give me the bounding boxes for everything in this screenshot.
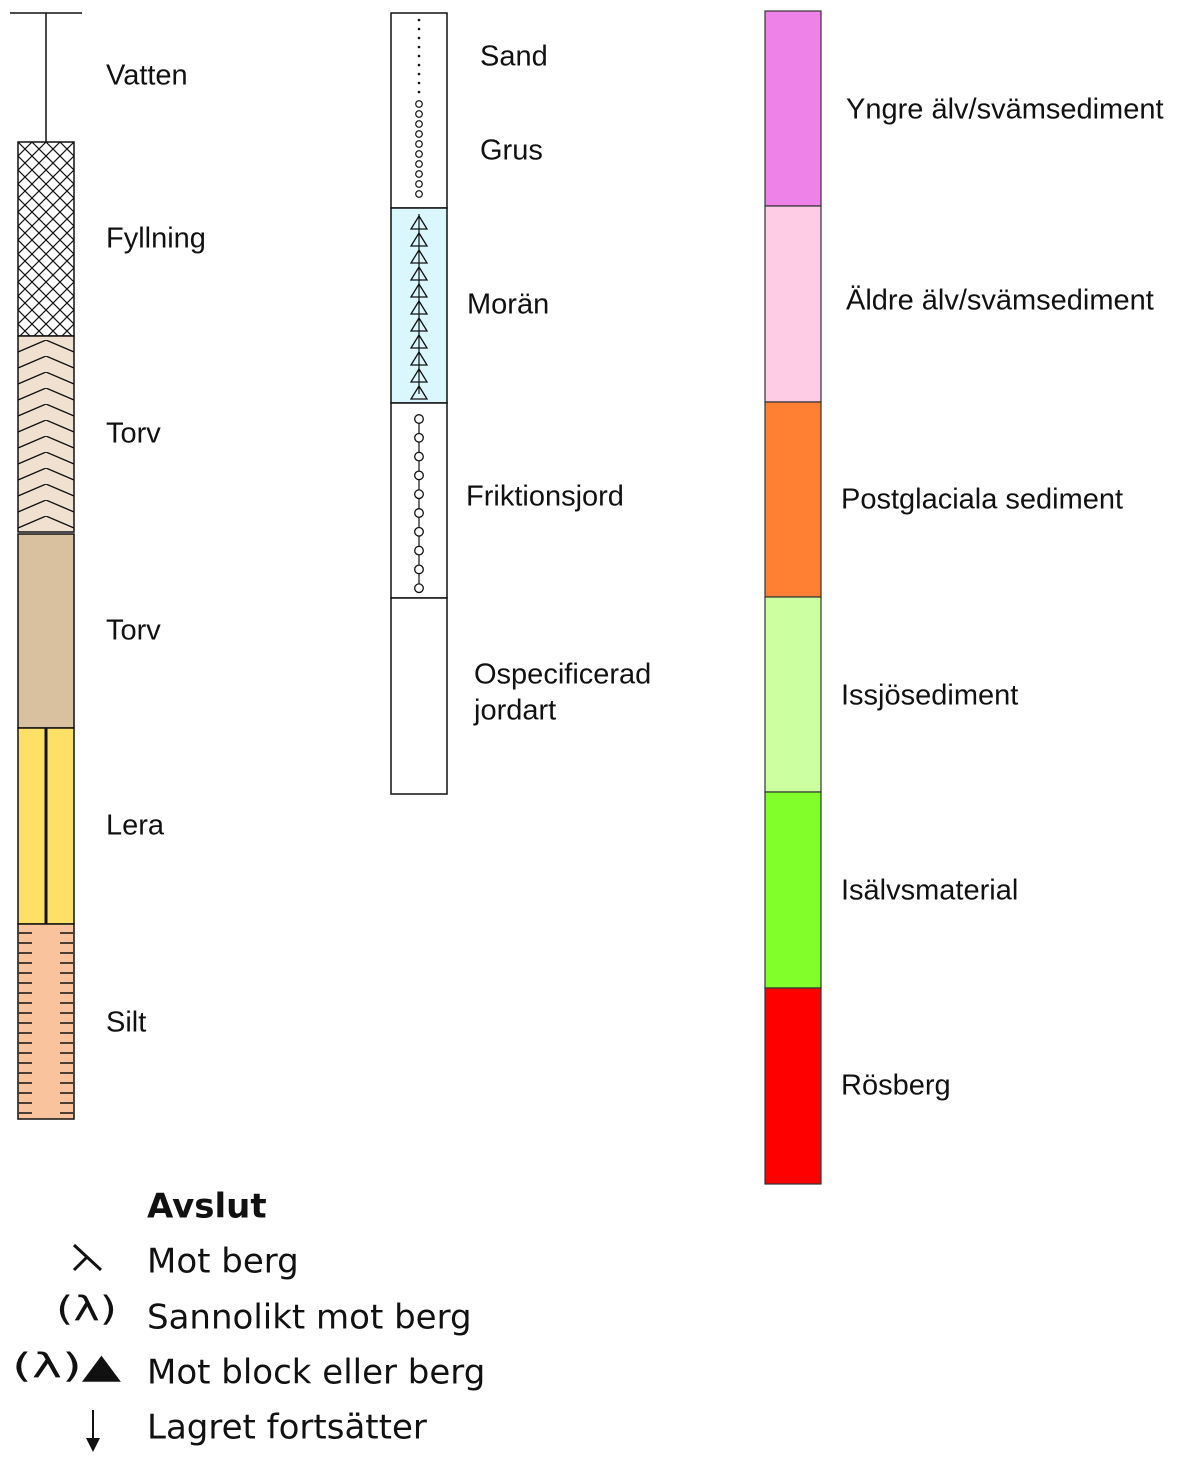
friktionsjord-circle [414,414,424,424]
moran-triangle-symbols [409,214,429,400]
label-issjo: Issjösediment [841,680,1018,712]
label-postglaciala: Postglaciala sediment [841,484,1123,516]
moran-triangle [409,265,429,281]
arrow-down-icon [86,1410,100,1452]
moran-triangle [409,231,429,247]
moran-triangle [409,367,429,383]
grus-circle [415,180,423,188]
sannolikt-mot-berg-icon: (λ) [56,1290,117,1330]
grus-circle [415,150,423,158]
grus-circle [415,130,423,138]
grus-circle [415,100,423,108]
label-mot-block: Mot block eller berg [147,1353,485,1393]
sand-dot [417,54,421,58]
label-lagret-fortsatter: Lagret fortsätter [147,1408,427,1448]
label-moran: Morän [467,289,549,321]
label-vatten: Vatten [106,60,188,92]
mot-block-eller-berg-icon: (λ)▲ [12,1347,122,1387]
sand-dot [417,45,421,49]
moran-triangle [409,248,429,264]
friktionsjord-circle [414,451,424,462]
sand-dot [417,72,421,76]
label-mot-berg: Mot berg [147,1242,299,1282]
label-torv-2: Torv [106,615,161,647]
left-column: Vatten Fyllning Torv Torv Lera Silt [10,12,206,1120]
friktionsjord-circle [414,545,424,556]
sand-dot [417,18,421,22]
friktionsjord-circle [414,583,424,594]
friktionsjord-circle [414,470,424,481]
grus-circle [415,140,423,148]
label-rosberg: Rösberg [841,1070,951,1102]
grus-circle [415,190,423,198]
layer-issjo [764,596,822,793]
friktionsjord-circle [414,526,424,537]
layer-aldre [764,205,822,403]
layer-isalv [764,791,822,989]
label-lera: Lera [106,810,165,842]
middle-column: Sand Grus Morän Friktionsjord Ospecifice… [390,12,651,795]
sand-dot [417,81,421,85]
friktionsjord-circle [414,508,424,518]
layer-yngre [764,10,822,207]
moran-triangle [409,282,429,298]
moran-triangle [409,350,429,366]
label-isalv: Isälvsmaterial [841,875,1018,907]
layer-torv-2 [17,533,75,729]
friktionsjord-chain-symbols [414,414,424,594]
grus-circle [415,110,423,118]
label-yngre: Yngre älv/svämsediment [846,94,1164,126]
grus-circle [415,120,423,128]
moran-triangle [409,299,429,315]
sand-grus-symbols [415,18,423,198]
sand-dot [417,27,421,31]
label-aldre: Äldre älv/svämsediment [846,285,1154,317]
termination-title: Avslut [147,1187,267,1227]
layer-postglaciala [764,401,822,598]
friktionsjord-circle [414,489,424,500]
friktionsjord-circle [414,432,424,443]
sand-dot [417,90,421,94]
label-fyllning: Fyllning [106,223,206,255]
label-jordart: jordart [473,695,556,727]
layer-rosberg [764,987,822,1185]
sand-dot [417,36,421,40]
moran-triangle [409,384,429,400]
moran-triangle [409,333,429,349]
label-ospecificerad: Ospecificerad [474,659,651,691]
grus-circle [415,170,423,178]
label-grus: Grus [480,135,543,167]
label-sannolikt: Sannolikt mot berg [147,1298,472,1338]
termination-legend: Avslut Mot berg (λ) Sannolikt mot berg (… [12,1187,485,1452]
sand-dot [417,63,421,67]
moran-triangle [409,214,429,230]
mot-berg-icon [72,1243,103,1272]
label-friktionsjord: Friktionsjord [466,481,624,513]
friktionsjord-circle [414,564,424,575]
label-silt: Silt [106,1007,146,1039]
grus-circle [415,160,423,168]
layer-ospecificerad [390,597,448,795]
label-sand: Sand [480,41,548,73]
moran-triangle [409,316,429,332]
label-torv-1: Torv [106,418,161,450]
right-column: Yngre älv/svämsediment Äldre älv/svämsed… [764,10,1164,1185]
water-symbol [10,12,82,142]
